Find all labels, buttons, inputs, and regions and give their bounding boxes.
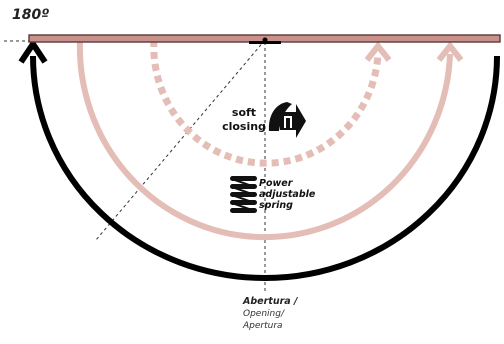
spring-line2: adjustable <box>259 189 316 200</box>
angle-label: 180º <box>12 7 50 23</box>
outer-opening-arc <box>30 55 500 281</box>
diagonal-guide-line <box>95 39 266 241</box>
opening-line2: Opening/ <box>243 309 284 319</box>
feather-arrow-icon <box>268 102 306 138</box>
spring-line1: Power <box>259 178 293 189</box>
dashed-arc-arrowhead <box>364 41 392 62</box>
opening-label: Abertura / Opening/ Apertura <box>243 296 297 332</box>
soft-closing-line1: soft <box>231 106 257 119</box>
large-inner-arc <box>76 39 453 241</box>
large-arc-arrowhead <box>436 41 464 62</box>
coil-spring-icon <box>230 176 257 213</box>
soft-closing-label: soft closing <box>221 106 267 134</box>
opening-line3: Apertura <box>243 321 283 331</box>
spring-label: Power adjustable spring <box>259 178 315 211</box>
opening-line1: Abertura / <box>243 296 298 307</box>
pivot-point <box>262 37 268 43</box>
outer-arc-arrowhead <box>18 38 48 64</box>
dashed-soft-close-arc <box>150 39 382 167</box>
soft-closing-line2: closing <box>222 120 266 133</box>
spring-line3: spring <box>259 200 293 211</box>
